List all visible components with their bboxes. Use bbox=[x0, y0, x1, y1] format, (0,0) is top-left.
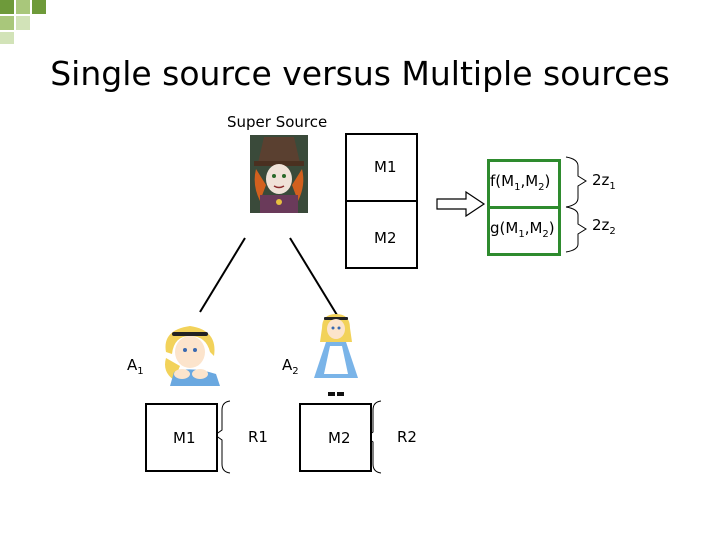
slide-title: Single source versus Multiple sources bbox=[50, 54, 670, 93]
function-g-label: g(M1,M2) bbox=[490, 219, 555, 240]
super-source-portrait-icon bbox=[250, 135, 308, 213]
alice-sitting-icon bbox=[165, 326, 220, 386]
agent-a1-matrix-box: M1 bbox=[145, 403, 218, 472]
super-source-label: Super Source bbox=[227, 113, 328, 131]
agent-a1-label: A1 bbox=[127, 356, 144, 377]
right-arrow-icon bbox=[436, 190, 486, 218]
agent-a1-matrix-label: M1 bbox=[173, 429, 196, 447]
agent-a2-matrix-label: M2 bbox=[328, 429, 351, 447]
output-z1-label: 2z1 bbox=[592, 171, 616, 192]
agent-a2-label: A2 bbox=[282, 356, 299, 377]
function-f-label: f(M1,M2) bbox=[490, 172, 551, 193]
function-g-box bbox=[487, 206, 561, 256]
output-z2-label: 2z2 bbox=[592, 216, 616, 237]
agent-a2-result-label: R2 bbox=[397, 428, 417, 446]
super-matrix-m1-box: M1 bbox=[345, 133, 418, 202]
agent-a2-matrix-box: M2 bbox=[299, 403, 372, 472]
agent-a1-result-label: R1 bbox=[248, 428, 268, 446]
super-matrix-m2-box: M2 bbox=[345, 200, 418, 269]
corner-decoration bbox=[0, 0, 46, 44]
alice-standing-icon bbox=[314, 314, 358, 396]
super-matrix-m2-label: M2 bbox=[374, 229, 397, 247]
super-matrix-m1-label: M1 bbox=[374, 158, 397, 176]
